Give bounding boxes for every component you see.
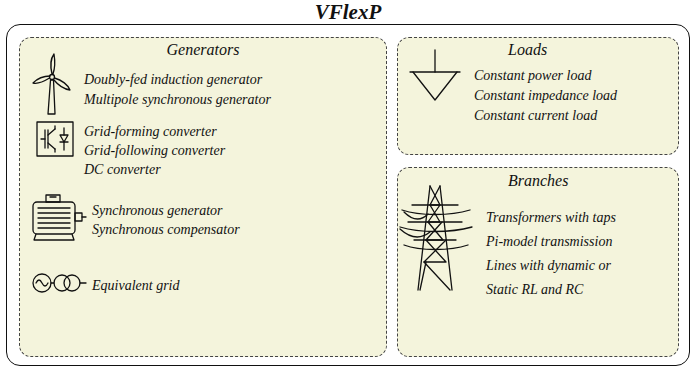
- wind-turbine-icon: [33, 54, 70, 114]
- component-label: Synchronous generator: [92, 201, 223, 219]
- item-text: Synchronous generator: [92, 203, 223, 218]
- item-text: Static RL and RC: [486, 282, 583, 297]
- component-label: Grid-following converter: [84, 141, 225, 159]
- item-text: Doubly-fed induction generator: [84, 72, 262, 87]
- item-text: Constant power load: [474, 68, 591, 83]
- component-label: Transformers with taps: [486, 208, 616, 226]
- group-heading: Generators: [20, 41, 386, 59]
- component-label: Doubly-fed induction generator: [84, 70, 262, 88]
- item-text: Transformers with taps: [486, 210, 616, 225]
- heading-text: Generators: [167, 41, 240, 58]
- component-label: Grid-forming converter: [84, 122, 217, 140]
- item-text: Lines with dynamic or: [486, 258, 611, 273]
- component-label: Lines with dynamic or: [486, 256, 611, 274]
- load-symbol: [410, 50, 460, 100]
- component-label: DC converter: [84, 160, 161, 178]
- item-text: Constant current load: [474, 108, 597, 123]
- equivalent-grid-icon: [33, 274, 86, 292]
- item-text: DC converter: [84, 162, 161, 177]
- item-text: Pi-model transmission: [486, 234, 612, 249]
- item-text: Multipole synchronous generator: [84, 92, 271, 107]
- component-label: Constant current load: [474, 106, 597, 124]
- group-heading: Loads: [508, 41, 547, 59]
- component-label: Static RL and RC: [486, 280, 583, 298]
- component-label: Constant impedance load: [474, 86, 617, 104]
- group-heading: Branches: [508, 172, 568, 190]
- component-label: Equivalent grid: [92, 276, 180, 294]
- heading-text: Branches: [508, 172, 568, 189]
- item-text: Grid-forming converter: [84, 124, 217, 139]
- group-heading: VFlexP: [7, 0, 689, 24]
- component-label: Constant power load: [474, 66, 591, 84]
- converter-icon: [37, 122, 73, 156]
- item-text: Synchronous compensator: [92, 222, 240, 237]
- item-text: Grid-following converter: [84, 143, 225, 158]
- synchronous-machine-icon: [33, 195, 86, 240]
- component-label: Multipole synchronous generator: [84, 90, 271, 108]
- transmission-tower-icon: [400, 186, 472, 290]
- heading-text: Loads: [508, 41, 547, 58]
- component-label: Synchronous compensator: [92, 220, 240, 238]
- heading-text: VFlexP: [315, 0, 382, 24]
- branches-group: BranchesTransformers with tapsPi-model t…: [397, 167, 679, 357]
- system-frame: VFlexPGeneratorsDoubly-fed induction gen…: [6, 24, 690, 366]
- item-text: Equivalent grid: [92, 278, 180, 293]
- component-label: Pi-model transmission: [486, 232, 612, 250]
- loads-group: LoadsConstant power loadConstant impedan…: [397, 37, 679, 155]
- item-text: Constant impedance load: [474, 88, 617, 103]
- generators-group: GeneratorsDoubly-fed induction generator…: [19, 37, 387, 357]
